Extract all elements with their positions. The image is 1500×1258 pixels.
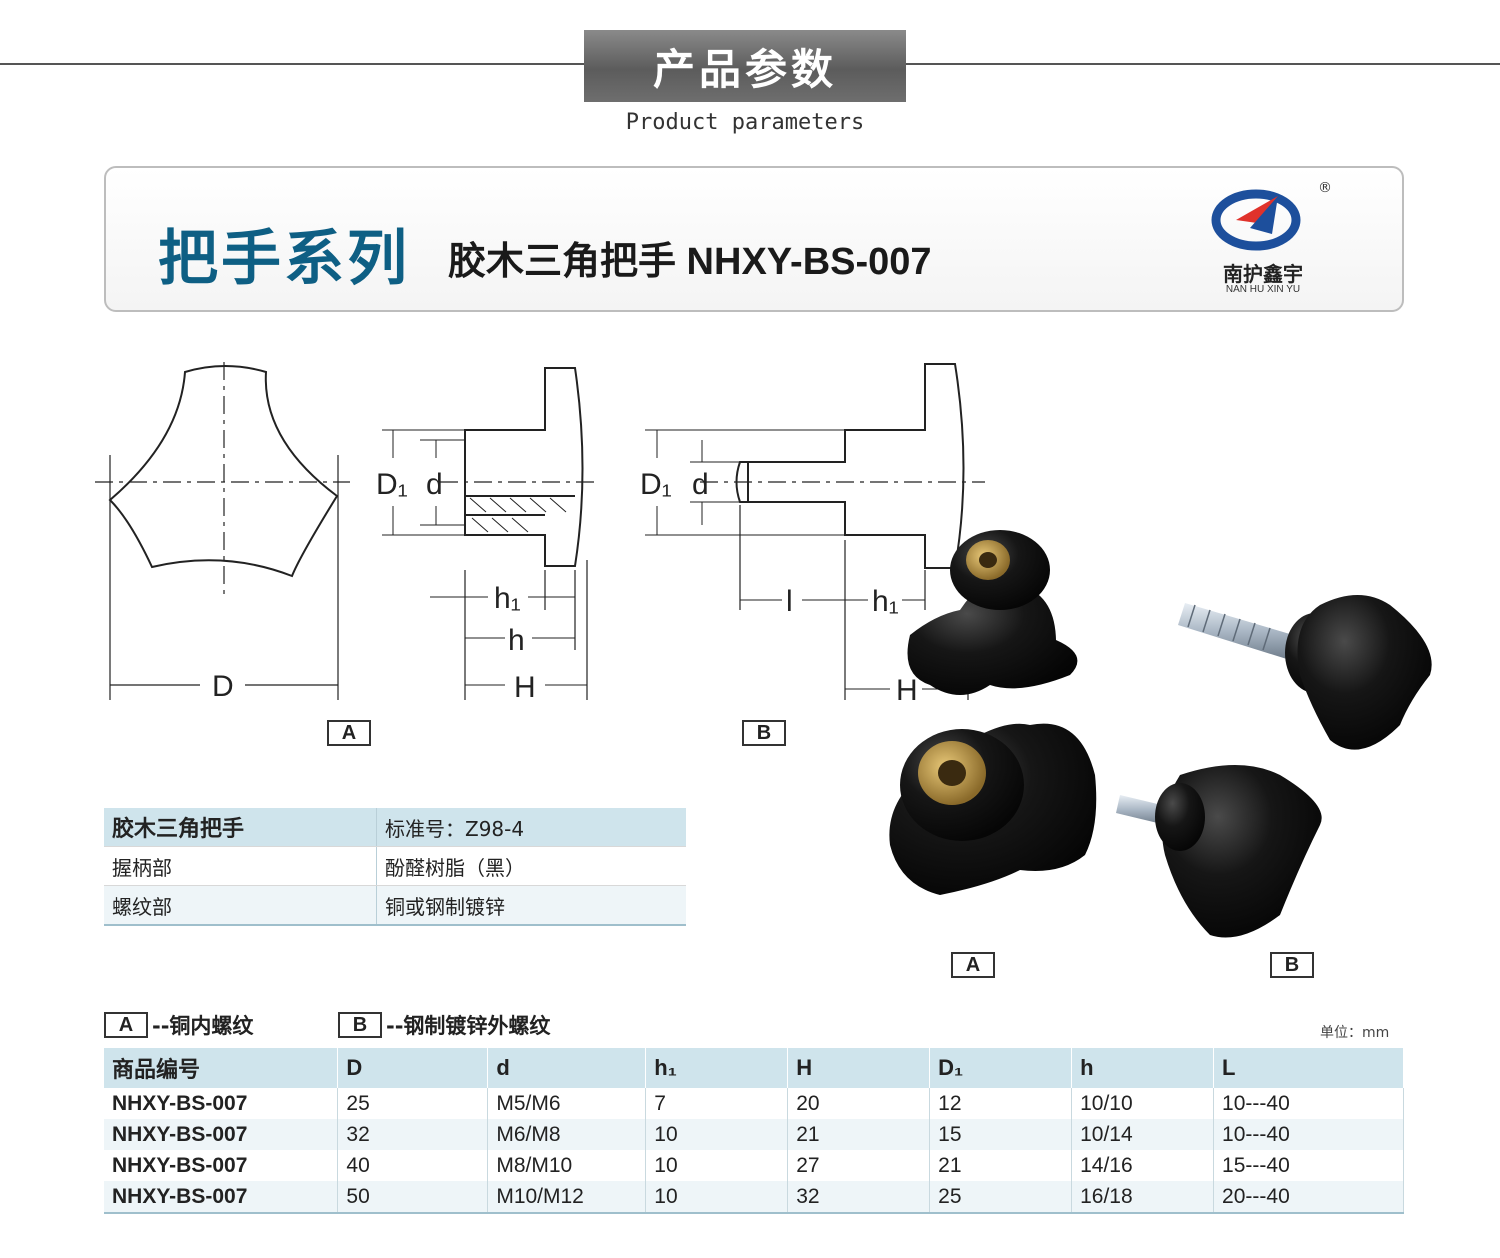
cell-D1: 21: [929, 1150, 1073, 1181]
cell-D: 40: [337, 1150, 489, 1181]
legend-a-box: A: [104, 1012, 148, 1038]
cell-D1: 25: [929, 1181, 1073, 1214]
brand-logo: ® 南护鑫宇 NAN HU XIN YU: [1206, 180, 1336, 302]
dim-label-D1-a: D₁: [376, 468, 408, 501]
product-banner: 把手系列 胶木三角把手 NHXY-BS-007 ® 南护鑫宇 NAN HU XI…: [104, 166, 1404, 312]
cell-d: M8/M10: [487, 1150, 647, 1181]
logo-mark-icon: [1211, 189, 1301, 251]
header-h1: h₁: [645, 1048, 789, 1088]
cell-L: 10---40: [1213, 1119, 1404, 1150]
dim-label-h: h: [508, 624, 525, 657]
material-name: 胶木三角把手: [104, 808, 377, 847]
legend-type-a: A --铜内螺纹: [104, 1010, 253, 1040]
cell-code: NHXY-BS-007: [104, 1088, 339, 1119]
dim-label-l: l: [786, 585, 793, 618]
cell-code: NHXY-BS-007: [104, 1150, 339, 1181]
cell-h1: 10: [645, 1181, 789, 1214]
unit-label: 单位：mm: [1320, 1025, 1390, 1041]
header-h: h: [1071, 1048, 1215, 1088]
photo-knob-a-small: [907, 530, 1078, 695]
header-rule-right: [906, 63, 1500, 65]
dim-label-D: D: [212, 670, 234, 703]
header-D: D: [337, 1048, 489, 1088]
header-rule-left: [0, 63, 584, 65]
photo-type-b-label: B: [1270, 952, 1314, 978]
dim-label-D1-b: D₁: [640, 468, 672, 501]
knob-side-view-a: [464, 367, 584, 567]
cell-D1: 12: [929, 1088, 1073, 1119]
registered-mark: ®: [1318, 180, 1332, 196]
material-name: 螺纹部: [104, 885, 377, 926]
material-name: 握柄部: [104, 846, 377, 886]
cell-h: 10/14: [1071, 1119, 1215, 1150]
drawing-type-a-label: A: [327, 720, 371, 746]
dim-label-H-a: H: [514, 671, 536, 704]
legend-b-text: --钢制镀锌外螺纹: [386, 1014, 551, 1038]
legend-b-box: B: [338, 1012, 382, 1038]
logo-subtitle: NAN HU XIN YU: [1225, 284, 1301, 295]
spec-header-row: 商品编号 D d h₁ H D₁ h L: [104, 1048, 1404, 1088]
product-title: 胶木三角把手 NHXY-BS-007: [448, 241, 932, 283]
drawing-type-b-label: B: [742, 720, 786, 746]
dim-label-d-b: d: [692, 468, 709, 501]
section-subtitle: Product parameters: [625, 110, 865, 135]
knob-side-view-b: [735, 363, 965, 569]
dim-label-d-a: d: [426, 468, 443, 501]
dim-label-h1-a: h₁: [494, 582, 521, 615]
cell-H: 27: [787, 1150, 931, 1181]
table-row: NHXY-BS-007 40 M8/M10 10 27 21 14/16 15-…: [104, 1150, 1404, 1181]
material-value: 标准号：Z98-4: [376, 808, 686, 847]
logo-name: 南护鑫宇: [1223, 262, 1303, 286]
cell-H: 32: [787, 1181, 931, 1214]
cell-h1: 10: [645, 1150, 789, 1181]
legend-type-b: B --钢制镀锌外螺纹: [338, 1010, 550, 1040]
cell-L: 10---40: [1213, 1088, 1404, 1119]
cell-d: M10/M12: [487, 1181, 647, 1214]
material-row: 胶木三角把手 标准号：Z98-4: [104, 808, 686, 847]
cell-H: 20: [787, 1088, 931, 1119]
cell-h1: 7: [645, 1088, 789, 1119]
section-title: 产品参数: [584, 30, 906, 102]
spec-table: 商品编号 D d h₁ H D₁ h L NHXY-BS-007 25 M5/M…: [104, 1048, 1404, 1214]
series-title: 把手系列: [158, 224, 410, 294]
table-row: NHXY-BS-007 32 M6/M8 10 21 15 10/14 10--…: [104, 1119, 1404, 1150]
cell-h: 10/10: [1071, 1088, 1215, 1119]
header-D1: D₁: [929, 1048, 1073, 1088]
header-H: H: [787, 1048, 931, 1088]
header-code: 商品编号: [104, 1048, 339, 1088]
knob-top-view-outline: [108, 365, 339, 578]
dim-label-H-b: H: [896, 674, 918, 707]
cell-H: 21: [787, 1119, 931, 1150]
material-row: 螺纹部 铜或钢制镀锌: [104, 885, 686, 926]
technical-drawing: D D₁ d h₁ h H D₁ d l h₁ H: [95, 362, 985, 707]
cell-D1: 15: [929, 1119, 1073, 1150]
header-L: L: [1213, 1048, 1404, 1088]
table-row: NHXY-BS-007 50 M10/M12 10 32 25 16/18 20…: [104, 1181, 1404, 1214]
material-row: 握柄部 酚醛树脂（黑）: [104, 846, 686, 886]
cell-D: 25: [337, 1088, 489, 1119]
material-value: 铜或钢制镀锌: [376, 885, 686, 926]
table-row: NHXY-BS-007 25 M5/M6 7 20 12 10/10 10---…: [104, 1088, 1404, 1119]
material-table: 胶木三角把手 标准号：Z98-4 握柄部 酚醛树脂（黑） 螺纹部 铜或钢制镀锌: [104, 808, 686, 926]
product-photos: [889, 530, 1432, 938]
material-value: 酚醛树脂（黑）: [376, 846, 686, 886]
photo-knob-a-large: [889, 723, 1097, 895]
photo-knob-b-large: [1116, 765, 1322, 938]
header-d: d: [487, 1048, 647, 1088]
cell-h: 14/16: [1071, 1150, 1215, 1181]
photo-type-a-label: A: [951, 952, 995, 978]
cell-d: M6/M8: [487, 1119, 647, 1150]
dim-label-h1-b: h₁: [872, 585, 899, 618]
cell-code: NHXY-BS-007: [104, 1181, 339, 1214]
legend-a-text: --铜内螺纹: [152, 1014, 254, 1038]
cell-L: 20---40: [1213, 1181, 1404, 1214]
cell-h: 16/18: [1071, 1181, 1215, 1214]
cell-code: NHXY-BS-007: [104, 1119, 339, 1150]
cell-D: 32: [337, 1119, 489, 1150]
cell-h1: 10: [645, 1119, 789, 1150]
photo-knob-b-small: [1178, 595, 1432, 750]
cell-D: 50: [337, 1181, 489, 1214]
cell-d: M5/M6: [487, 1088, 647, 1119]
cell-L: 15---40: [1213, 1150, 1404, 1181]
